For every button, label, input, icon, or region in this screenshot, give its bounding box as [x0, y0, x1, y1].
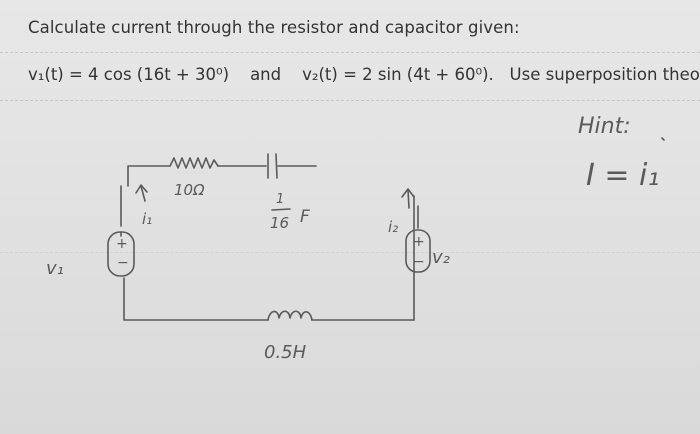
capacitor-plate-right: [275, 153, 278, 179]
ruled-line: [0, 52, 700, 53]
voltage-source-v2: [405, 229, 431, 273]
current-label-i1: i₁: [142, 210, 152, 228]
hint-label: Hint:: [578, 114, 631, 139]
inductor-symbol: [267, 310, 313, 321]
capacitor-numerator: 1: [276, 192, 284, 207]
resistor-label: 10Ω: [174, 181, 205, 199]
current-label-i2: i₂: [388, 218, 398, 236]
ruled-line: [0, 100, 700, 101]
capacitor-denominator: 16: [270, 214, 289, 232]
inductor-label: 0.5H: [264, 342, 307, 363]
fraction-bar: [271, 208, 291, 211]
resistor-symbol: [169, 157, 219, 169]
v2-plus-sign: +: [413, 234, 425, 250]
wire-top-left: [127, 165, 171, 187]
v2-expression: v₂(t) = 2 sin (4t + 60⁰).: [302, 65, 494, 84]
v1-minus-sign: −: [117, 255, 129, 271]
source-label-v2: v₂: [432, 247, 450, 268]
hint-colon-mark: [661, 137, 665, 141]
instruction-text: Use superposition theorem: [509, 65, 700, 84]
current-arrow-i2-head: [401, 188, 415, 198]
hint-formula: I = i₁: [586, 158, 659, 193]
source-label-v1: v₁: [46, 258, 64, 279]
v2-minus-sign: −: [413, 254, 425, 270]
v1-plus-sign: +: [116, 236, 128, 252]
problem-statement-line-1: Calculate current through the resistor a…: [28, 18, 520, 37]
ruled-line: [0, 252, 700, 253]
current-arrow-i2-shaft: [407, 189, 410, 209]
conjunction-text: and: [250, 65, 282, 84]
wire-left-bottom: [123, 277, 269, 321]
current-arrow-i1-shaft: [140, 185, 146, 202]
capacitor-unit: F: [300, 207, 310, 227]
v1-expression: v₁(t) = 4 cos (16t + 30⁰): [28, 65, 230, 84]
current-arrow-i1-head: [135, 184, 148, 194]
problem-statement-line-2: v₁(t) = 4 cos (16t + 30⁰) and v₂(t) = 2 …: [28, 65, 700, 84]
